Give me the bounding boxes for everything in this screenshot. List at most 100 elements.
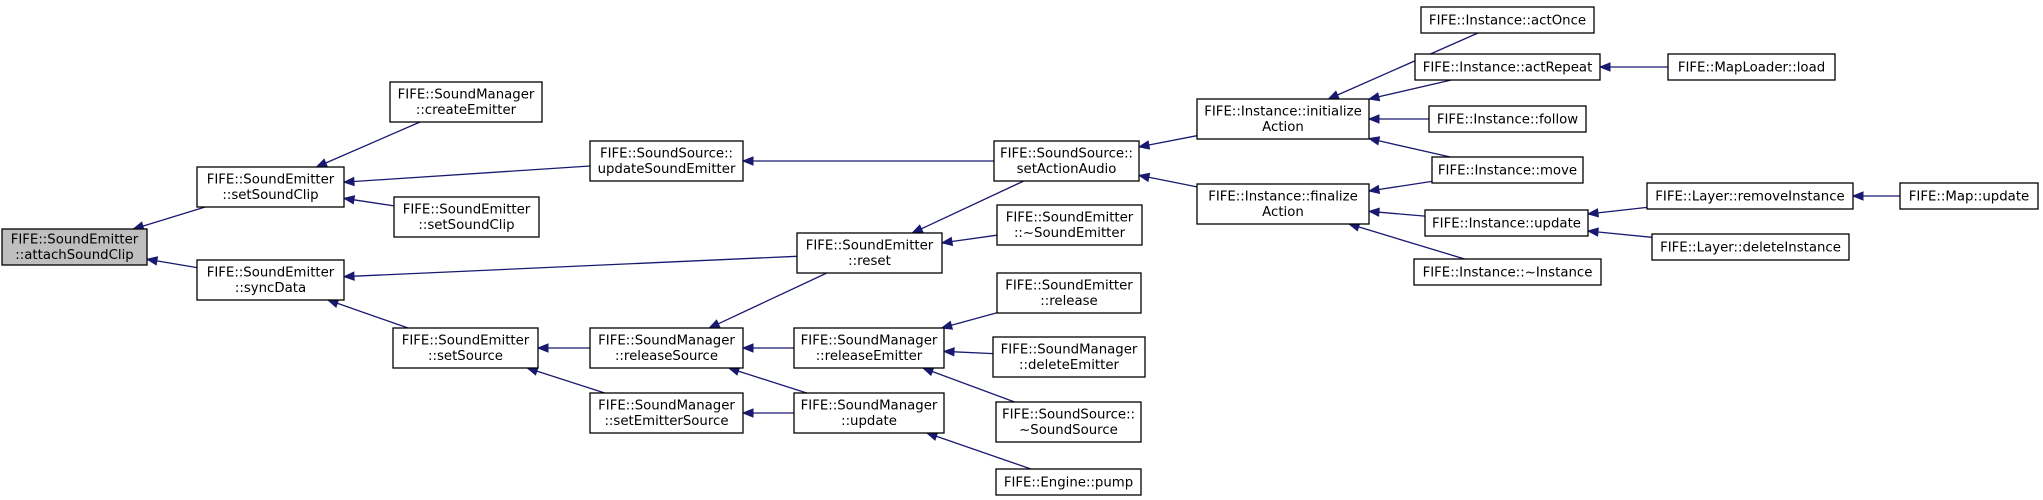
node-setSoundClip2[interactable]: FIFE::SoundEmitter::setSoundClip bbox=[393, 196, 540, 238]
node-label: ::release bbox=[1040, 294, 1097, 309]
node-label: FIFE::SoundManager bbox=[1001, 343, 1138, 358]
edge-line bbox=[1378, 140, 1451, 158]
arrowhead-icon bbox=[1586, 227, 1599, 237]
node-label: ::deleteEmitter bbox=[1019, 358, 1120, 373]
node-releaseEmitter[interactable]: FIFE::SoundManager::releaseEmitter bbox=[793, 327, 945, 369]
node-label: FIFE::SoundEmitter bbox=[1006, 211, 1134, 226]
node-box bbox=[1899, 182, 2039, 210]
node-label: FIFE::Instance::update bbox=[1432, 216, 1581, 231]
node-label: FIFE::Instance::follow bbox=[1437, 112, 1578, 127]
node-box bbox=[793, 392, 945, 434]
node-box bbox=[993, 140, 1140, 182]
node-label: FIFE::Map::update bbox=[1909, 189, 2029, 204]
arrowhead-icon bbox=[1327, 90, 1340, 100]
node-box bbox=[589, 140, 744, 182]
node-box bbox=[1, 228, 148, 266]
node-smUpdate[interactable]: FIFE::SoundManager::update bbox=[793, 392, 945, 434]
node-label: FIFE::SoundManager bbox=[598, 334, 735, 349]
edge-line bbox=[353, 165, 591, 183]
edge-setSoundClip1-setSoundClip2 bbox=[342, 195, 395, 207]
node-syncData[interactable]: FIFE::SoundEmitter::syncData bbox=[196, 259, 345, 301]
edge-line bbox=[142, 206, 206, 227]
node-label: ::reset bbox=[848, 254, 891, 269]
node-setEmitterSource[interactable]: FIFE::SoundManager::setEmitterSource bbox=[589, 392, 744, 434]
arrowhead-icon bbox=[1367, 184, 1381, 195]
node-instUpdate[interactable]: FIFE::Instance::update bbox=[1424, 209, 1589, 237]
node-createEmitter[interactable]: FIFE::SoundManager::createEmitter bbox=[389, 81, 543, 123]
node-label: FIFE::SoundEmitter bbox=[207, 266, 335, 281]
node-mapLoaderLoad[interactable]: FIFE::MapLoader::load bbox=[1667, 53, 1836, 81]
node-box bbox=[392, 327, 539, 369]
node-label: FIFE::Instance::move bbox=[1438, 163, 1577, 178]
node-actRepeat[interactable]: FIFE::Instance::actRepeat bbox=[1414, 53, 1601, 81]
edge-initializeAction-actOnce bbox=[1327, 32, 1479, 100]
nodes-layer: FIFE::SoundEmitter::attachSoundClipFIFE:… bbox=[1, 6, 2039, 496]
edge-setSoundClip1-updateSoundEmitter bbox=[342, 165, 591, 187]
node-release[interactable]: FIFE::SoundEmitter::release bbox=[996, 272, 1142, 314]
node-setSoundClip1[interactable]: FIFE::SoundEmitter::setSoundClip bbox=[196, 166, 345, 208]
edge-line bbox=[951, 234, 998, 243]
edge-attachSoundClip-syncData bbox=[145, 256, 198, 269]
node-label: FIFE::Instance::finalize bbox=[1208, 190, 1358, 205]
arrowhead-icon bbox=[342, 195, 356, 205]
node-releaseSource[interactable]: FIFE::SoundManager::releaseSource bbox=[589, 327, 744, 369]
edge-releaseEmitter-release bbox=[940, 312, 998, 330]
edge-line bbox=[1597, 231, 1653, 238]
node-attachSoundClip[interactable]: FIFE::SoundEmitter::attachSoundClip bbox=[1, 228, 148, 266]
arrowhead-icon bbox=[921, 367, 935, 377]
arrowhead-icon bbox=[940, 320, 954, 330]
node-box bbox=[995, 468, 1142, 496]
node-label: FIFE::SoundManager bbox=[801, 334, 938, 349]
node-box bbox=[1646, 182, 1854, 210]
node-actOnce[interactable]: FIFE::Instance::actOnce bbox=[1420, 6, 1595, 34]
node-label: ::releaseSource bbox=[615, 349, 718, 364]
node-label: ::setSoundClip bbox=[418, 218, 514, 233]
edge-line bbox=[932, 370, 1015, 403]
node-deleteInstance[interactable]: FIFE::Layer::deleteInstance bbox=[1651, 233, 1850, 261]
node-box bbox=[1420, 6, 1595, 34]
edge-line bbox=[738, 370, 807, 394]
edge-initializeAction-follow bbox=[1367, 114, 1429, 124]
node-box bbox=[1651, 233, 1850, 261]
node-box bbox=[393, 196, 540, 238]
node-dtorSource[interactable]: FIFE::SoundSource::~SoundSource bbox=[995, 401, 1142, 443]
node-label: FIFE::SoundEmitter bbox=[402, 334, 530, 349]
node-removeInstance[interactable]: FIFE::Layer::removeInstance bbox=[1646, 182, 1854, 210]
node-setActionAudio[interactable]: FIFE::SoundSource::setActionAudio bbox=[993, 140, 1140, 182]
arrowhead-icon bbox=[1367, 207, 1380, 217]
edge-finalizeAction-move bbox=[1367, 180, 1433, 195]
node-dtorEmitter[interactable]: FIFE::SoundEmitter::~SoundEmitter bbox=[996, 204, 1143, 246]
edge-line bbox=[156, 260, 198, 269]
node-mapUpdate[interactable]: FIFE::Map::update bbox=[1899, 182, 2039, 210]
arrowhead-icon bbox=[145, 256, 159, 266]
arrowhead-icon bbox=[1586, 208, 1599, 218]
node-move[interactable]: FIFE::Instance::move bbox=[1431, 156, 1584, 184]
node-setSource[interactable]: FIFE::SoundEmitter::setSource bbox=[392, 327, 539, 369]
node-label: FIFE::SoundEmitter bbox=[403, 203, 531, 218]
node-follow[interactable]: FIFE::Instance::follow bbox=[1428, 105, 1587, 133]
node-box bbox=[793, 327, 945, 369]
node-updateSoundEmitter[interactable]: FIFE::SoundSource::updateSoundEmitter bbox=[589, 140, 744, 182]
edge-syncData-setSource bbox=[326, 298, 409, 329]
node-label: ~SoundSource bbox=[1019, 423, 1118, 438]
edge-setActionAudio-initializeAction bbox=[1137, 135, 1198, 150]
edge-line bbox=[951, 312, 998, 326]
edge-actRepeat-mapLoaderLoad bbox=[1598, 62, 1668, 72]
node-label: FIFE::SoundManager bbox=[398, 88, 535, 103]
edge-line bbox=[953, 351, 994, 355]
node-box bbox=[589, 327, 744, 369]
edge-line bbox=[921, 180, 1024, 230]
node-box bbox=[996, 204, 1143, 246]
node-label: FIFE::SoundSource:: bbox=[1002, 408, 1135, 423]
edge-line bbox=[1378, 79, 1452, 98]
node-deleteEmitter[interactable]: FIFE::SoundManager::deleteEmitter bbox=[992, 336, 1146, 378]
node-pump[interactable]: FIFE::Engine::pump bbox=[995, 468, 1142, 496]
node-label: setActionAudio bbox=[1017, 162, 1117, 177]
arrowhead-icon bbox=[741, 408, 754, 418]
node-box bbox=[1196, 183, 1370, 225]
node-reset[interactable]: FIFE::SoundEmitter::reset bbox=[796, 232, 943, 274]
node-dtorInstance[interactable]: FIFE::Instance::~Instance bbox=[1413, 258, 1602, 286]
arrowhead-icon bbox=[707, 319, 721, 329]
